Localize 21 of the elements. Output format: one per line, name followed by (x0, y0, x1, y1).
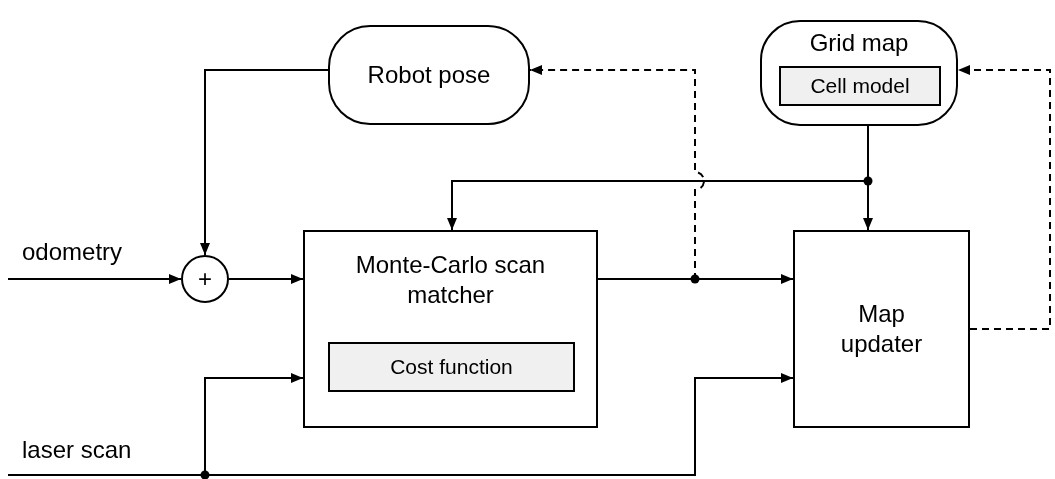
rounded-box (328, 25, 530, 125)
node-label: Cell model (810, 73, 910, 99)
arrow (957, 65, 1051, 330)
plus-sign: + (198, 264, 212, 294)
node-label: Map updater (839, 299, 924, 359)
process-box (303, 230, 598, 428)
component-box (328, 342, 575, 392)
process-box (793, 230, 970, 428)
edge-label: laser scan (22, 436, 132, 464)
node-label: Monte-Carlo scan matcher (354, 250, 547, 310)
sum-circle (181, 255, 229, 303)
node-label: Robot pose (367, 60, 491, 90)
edge-label: odometry (22, 238, 123, 266)
component-box (779, 66, 941, 106)
node-label: Grid map (809, 28, 909, 58)
rounded-box (760, 20, 958, 126)
arrow (7, 373, 794, 476)
arrow (200, 69, 329, 256)
arrow (7, 274, 182, 284)
node-label: Cost function (390, 354, 513, 380)
arrow (228, 274, 304, 284)
